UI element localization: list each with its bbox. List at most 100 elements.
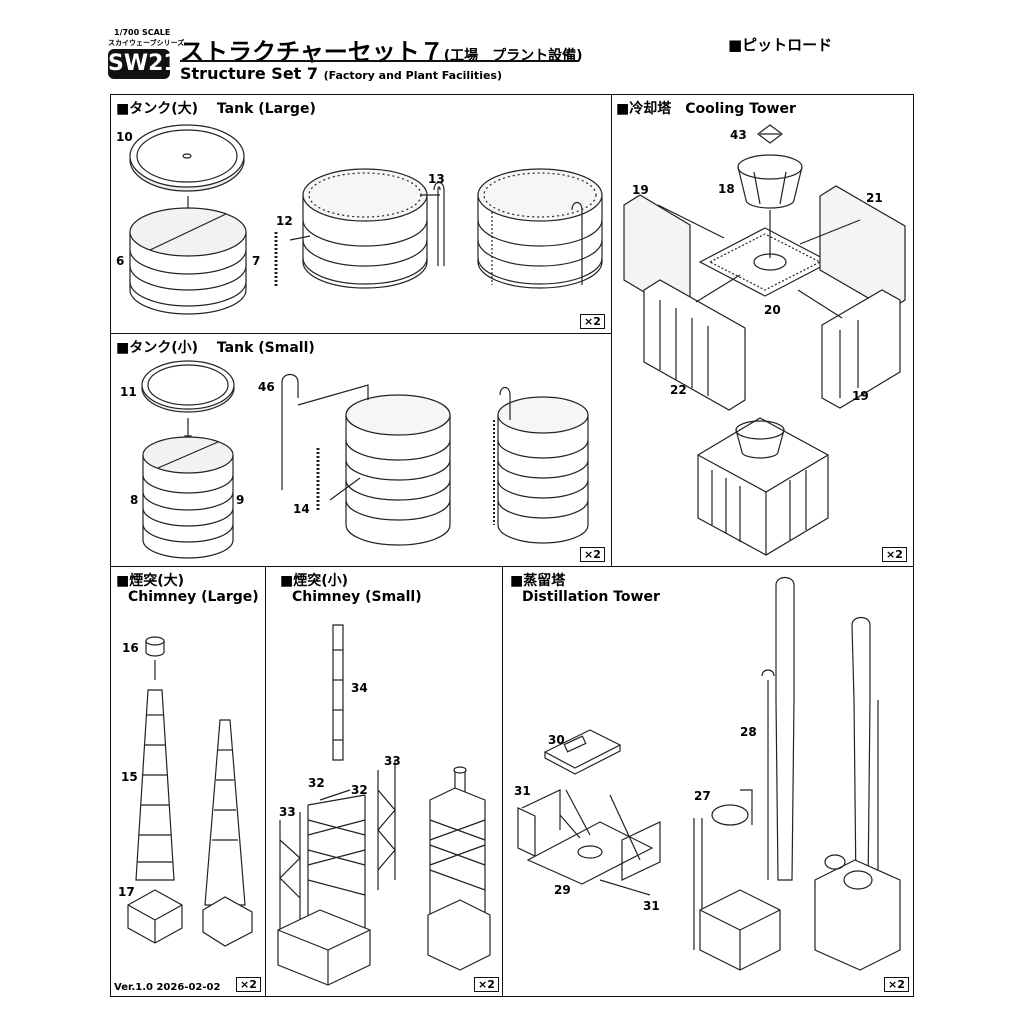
distill-title-en: Distillation Tower [522, 589, 660, 605]
qty-badge: ×2 [580, 547, 605, 562]
runner-label: ■ピットロード [728, 36, 833, 54]
part-number: 18 [718, 182, 735, 196]
tank-large-title: ■タンク(大) Tank (Large) [116, 98, 316, 118]
distill-base-frame [699, 889, 781, 971]
assembly-arrow [559, 814, 581, 839]
distill-title-jp: ■蒸留塔 [510, 573, 566, 589]
chimney-small-assembled [427, 766, 491, 971]
assembly-arrow [799, 219, 861, 245]
part-number: 34 [351, 681, 368, 695]
panel-distillation [502, 566, 914, 997]
part-number: 21 [866, 191, 883, 205]
lattice-32-33 [279, 760, 396, 945]
part-number: 19 [852, 389, 869, 403]
title-en: Structure Set 7 (Factory and Plant Facil… [180, 64, 502, 83]
tank-large-lid-10 [129, 124, 245, 192]
qty-badge: ×2 [474, 977, 499, 992]
scale-badge: 1/700 SCALE スカイウェーブシリーズ SW21 [106, 28, 184, 86]
tank-large-assembled-b [477, 168, 603, 289]
part-number: 11 [120, 385, 137, 399]
assembly-arrow [797, 289, 843, 319]
platform-30 [543, 729, 622, 775]
part-number: 33 [384, 754, 401, 768]
assembly-arrow [329, 477, 361, 501]
title-underline [180, 60, 578, 62]
part-number: 16 [122, 641, 139, 655]
part-number: 31 [514, 784, 531, 798]
part-number: 33 [279, 805, 296, 819]
pipe-46 [281, 373, 299, 398]
version-label: Ver.1.0 2026-02-02 [114, 982, 221, 993]
part-number: 43 [730, 128, 747, 142]
tank-large-title-en: Tank (Large) [216, 101, 316, 117]
chimney-base-17 [127, 889, 183, 944]
chimney-cap-16 [145, 636, 165, 657]
tank-small-assembled-b [493, 386, 589, 544]
tank-small-body-8-9 [142, 436, 234, 559]
part-number: 32 [308, 776, 325, 790]
fan-43 [757, 124, 783, 144]
title-en-sub: (Factory and Plant Facilities) [323, 69, 502, 82]
tank-large-assembled-a [302, 168, 445, 289]
chimney-small-base [277, 909, 371, 986]
part-number: 9 [236, 493, 245, 507]
part-number: 6 [116, 254, 125, 268]
scale-label: 1/700 SCALE [114, 28, 171, 37]
base-frame-20 [698, 227, 832, 297]
cooling-title: ■冷却塔 Cooling Tower [616, 98, 796, 118]
distill-assembled [814, 616, 901, 971]
deck-29 [526, 821, 654, 885]
chimney-small-title-jp: ■煙突(小) [280, 573, 349, 589]
cooling-tower-assembled [697, 417, 829, 556]
assembly-arrow [289, 235, 311, 241]
part-number: 7 [252, 254, 261, 268]
tank-small-assembled-a [345, 394, 451, 546]
assembly-arrow [695, 274, 741, 303]
cooling-title-jp: ■冷却塔 [616, 101, 672, 117]
tank-large-body-6-7 [129, 207, 247, 315]
frame-31-right [621, 821, 661, 881]
part-number: 19 [632, 183, 649, 197]
chimney-large-title-jp: ■煙突(大) [116, 573, 185, 589]
part-number: 8 [130, 493, 139, 507]
chimney-stack-34 [332, 624, 344, 761]
part-number: 29 [554, 883, 571, 897]
product-code: SW21 [108, 49, 179, 79]
tank-small-title: ■タンク(小) Tank (Small) [116, 337, 315, 357]
cooling-title-en: Cooling Tower [685, 101, 796, 117]
title-en-main: Structure Set 7 [180, 64, 319, 83]
qty-badge: ×2 [236, 977, 261, 992]
part-number: 17 [118, 885, 135, 899]
part-number: 10 [116, 130, 133, 144]
tank-small-lid-11 [141, 360, 235, 413]
louver-panel-19 [821, 289, 901, 409]
chimney-large-title-en: Chimney (Large) [128, 589, 259, 605]
assembly-arrow [565, 789, 591, 836]
fan-housing-18 [737, 154, 803, 209]
part-number: 14 [293, 502, 310, 516]
tank-large-title-jp: ■タンク(大) [116, 101, 199, 117]
part-number: 31 [643, 899, 660, 913]
part-number: 27 [694, 789, 711, 803]
part-number: 20 [764, 303, 781, 317]
part-number: 30 [548, 733, 565, 747]
part-number: 13 [428, 172, 445, 186]
chimney-stack-15 [135, 689, 175, 881]
assembly-arrow [609, 794, 641, 861]
assembly-arrow [297, 384, 369, 406]
assembly-arrow [657, 204, 725, 239]
front-panel-22 [643, 279, 746, 411]
part-number: 46 [258, 380, 275, 394]
assembly-arrow [599, 879, 651, 896]
part-number: 22 [670, 383, 687, 397]
part-number: 15 [121, 770, 138, 784]
chimney-small-title-en: Chimney (Small) [292, 589, 422, 605]
chimney-large-assembled [202, 719, 253, 947]
side-panel-21 [819, 185, 906, 311]
qty-badge: ×2 [580, 314, 605, 329]
column-28 [761, 576, 795, 881]
part-number: 32 [351, 783, 368, 797]
part-number: 28 [740, 725, 757, 739]
qty-badge: ×2 [882, 547, 907, 562]
